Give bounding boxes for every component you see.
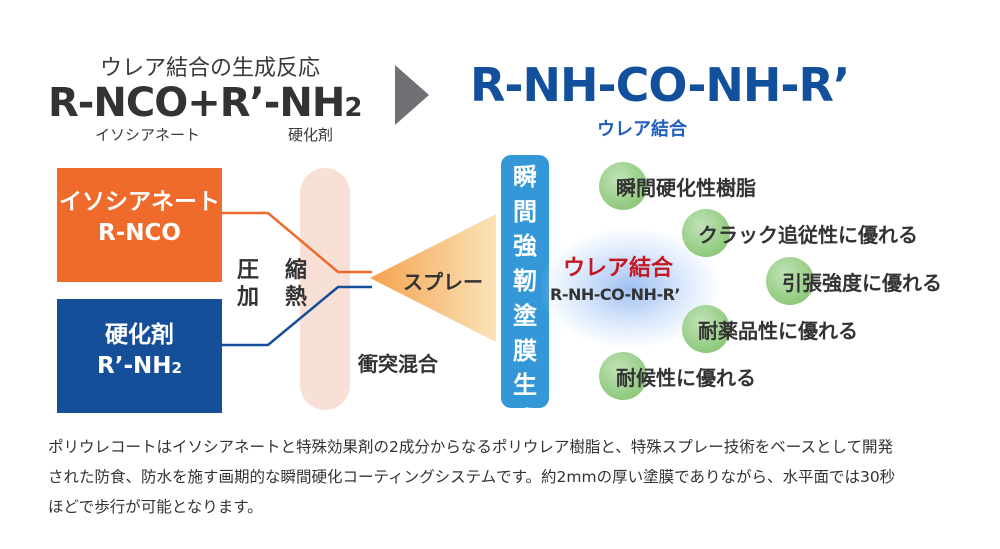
hardener-box-formula: R’-NH2 (57, 351, 222, 384)
property-bubble (599, 352, 647, 400)
property-label: 耐候性に優れる (616, 366, 756, 390)
heat-char-1: 縮 (284, 258, 307, 283)
formula-subscript: 2 (344, 93, 362, 123)
spray-label: スプレー (403, 270, 483, 294)
reaction-title: ウレア結合の生成反応 (99, 56, 320, 81)
formula-main: R-NCO+R’-NH (48, 80, 345, 126)
hardener-flow-line (222, 285, 372, 347)
hardener-box-name: 硬化剤 (105, 322, 174, 348)
hardener-caption: 硬化剤 (288, 126, 334, 144)
collision-mixing-label: 衝突混合 (358, 352, 438, 376)
hardener-formula-main: R’-NH (97, 353, 172, 379)
isocyanate-flow-line (222, 211, 372, 274)
heat-label: 縮 熱 (284, 257, 308, 311)
spray-cone (370, 214, 496, 342)
pressure-char-2: 加 (236, 285, 259, 310)
hardener-formula-subscript: 2 (171, 359, 182, 377)
isocyanate-box: イソシアネート R-NCO (57, 168, 222, 282)
film-char: 膜 (513, 336, 537, 365)
property-label: 引張強度に優れる (782, 271, 942, 295)
pressure-char-1: 圧 (236, 258, 259, 283)
mixing-chamber-bar (300, 168, 350, 410)
description: ポリウレコートはイソシアネートと特殊効果剤の2成分からなるポリウレア樹脂と、特殊… (48, 432, 968, 522)
property-bubble (682, 209, 730, 257)
description-line: された防食、防水を施す画期的な瞬間硬化コーティングシステムです。約2mmの厚い塗… (48, 468, 896, 486)
property-bubble (599, 162, 647, 210)
urea-bond-formula: R-NH-CO-NH-R’ (550, 285, 680, 304)
product-formula: R-NH-CO-NH-R’ (470, 58, 850, 112)
property-label: 耐薬品性に優れる (698, 319, 858, 343)
property-label: 瞬間硬化性樹脂 (616, 176, 756, 200)
urea-bond-label: ウレア結合 (563, 256, 674, 281)
heat-char-2: 熱 (284, 285, 307, 310)
isocyanate-box-name: イソシアネート (59, 189, 220, 215)
isocyanate-box-formula: R-NCO (98, 220, 181, 246)
property-bubble (682, 305, 730, 353)
description-line: ほどで歩行が可能となります。 (48, 498, 263, 516)
reaction-formula: R-NCO+R’-NH2 (48, 80, 362, 126)
isocyanate-caption: イソシアネート (95, 126, 201, 144)
film-formation-text: 瞬 間 強 靭 塗 膜 生 成 (501, 160, 549, 438)
film-char: 間 (513, 197, 537, 226)
film-char: 生 (513, 371, 537, 400)
film-char: 成 (513, 405, 537, 434)
description-line: ポリウレコートはイソシアネートと特殊効果剤の2成分からなるポリウレア樹脂と、特殊… (48, 438, 894, 456)
pressure-label: 圧 加 (236, 257, 260, 311)
film-char: 靭 (513, 267, 537, 296)
product-caption: ウレア結合 (597, 119, 687, 140)
film-char: 塗 (513, 301, 537, 330)
reaction-arrow-icon (395, 65, 429, 125)
film-char: 強 (513, 232, 537, 261)
hardener-box: 硬化剤 R’-NH2 (57, 299, 222, 413)
property-bubble (766, 257, 814, 305)
film-char: 瞬 (513, 163, 537, 191)
property-label: クラック追従性に優れる (698, 223, 918, 247)
